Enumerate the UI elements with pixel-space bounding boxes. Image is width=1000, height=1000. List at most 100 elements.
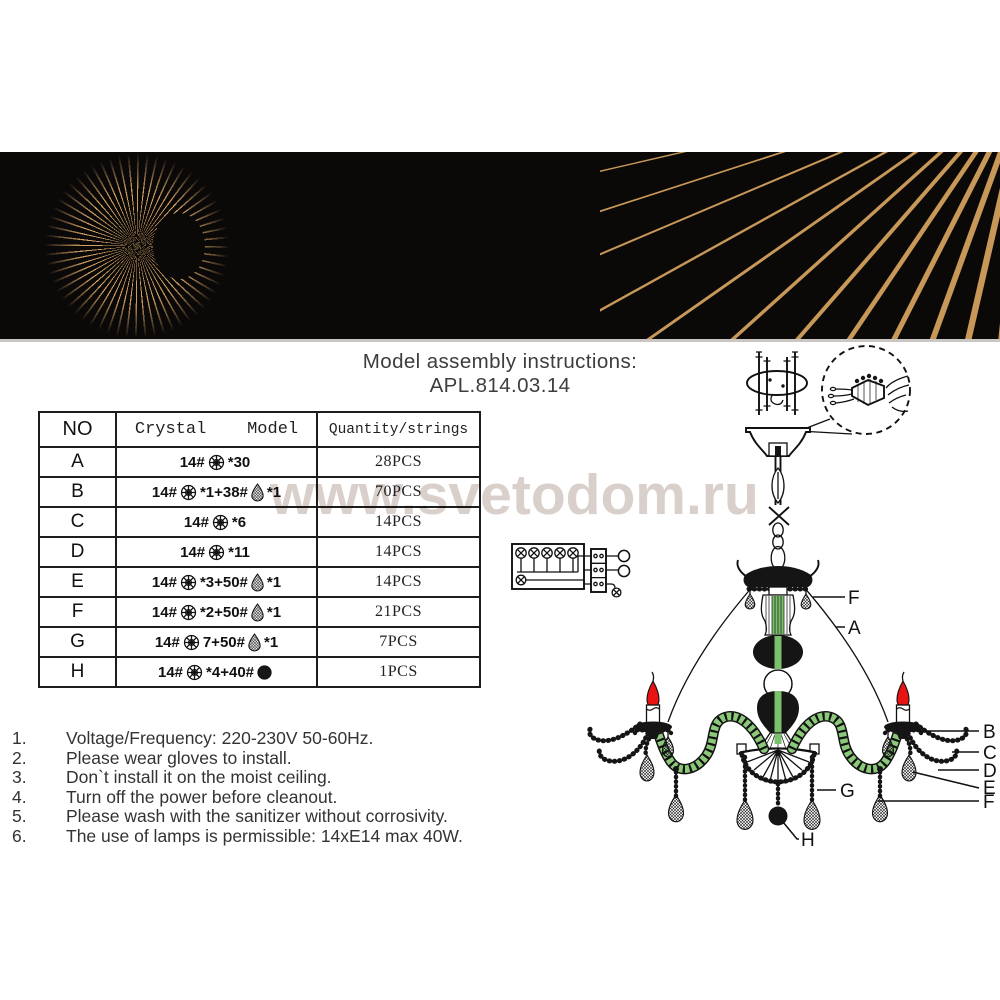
row-letter: E xyxy=(38,566,117,598)
page-title: Model assembly instructions: xyxy=(362,350,638,373)
drop-crystal-icon xyxy=(251,572,264,591)
instruction-list: 1.Voltage/Frequency: 220-230V 50-60Hz. 2… xyxy=(8,728,568,847)
item-number: 2. xyxy=(12,747,27,768)
list-item: 4. Turn off the power before cleanout. xyxy=(8,786,568,808)
row-model-cell: 14# *4+40# xyxy=(115,656,318,688)
list-item: 1.Voltage/Frequency: 220-230V 50-60Hz. xyxy=(8,728,568,749)
row-letter: D xyxy=(38,536,117,568)
crown-bobeche xyxy=(736,559,820,610)
model-text: *11 xyxy=(228,543,250,561)
model-text: 14# xyxy=(154,633,180,651)
label-e: E xyxy=(983,778,996,799)
model-text: 14# xyxy=(180,543,206,561)
row-letter: F xyxy=(38,596,117,628)
row-model-cell: 14# *1+38# *1 xyxy=(115,476,318,508)
item-number: 3. xyxy=(12,767,27,788)
item-text: The use of lamps is permissible: 14xE14 … xyxy=(66,825,463,846)
octagon-crystal-icon xyxy=(180,574,197,590)
octagon-crystal-icon xyxy=(209,544,225,560)
table-row: B 14# *1+38# *1 70PCS xyxy=(38,476,481,508)
model-text: *1 xyxy=(266,603,282,621)
list-item: 6.The use of lamps is permissible: 14xE1… xyxy=(8,825,568,847)
label-c: C xyxy=(983,743,997,764)
table-row: E 14# *3+50# *1 14PCS xyxy=(38,566,481,598)
table-row: D 14# *11 14PCS xyxy=(38,536,481,568)
row-model-cell: 14# *30 xyxy=(115,446,318,478)
label-f-bottom: F xyxy=(983,792,995,813)
model-text: *6 xyxy=(231,513,247,531)
brand-banner: Aployt xyxy=(0,152,1000,342)
wiring-schematic xyxy=(511,543,631,598)
table-row: C 14# *6 14PCS xyxy=(38,506,481,538)
label-d: D xyxy=(983,761,997,782)
header-no: NO xyxy=(38,411,117,448)
row-letter: B xyxy=(38,476,117,508)
drop-crystal-icon xyxy=(251,482,264,501)
row-quantity: 7PCS xyxy=(316,626,481,658)
row-letter: H xyxy=(38,656,117,688)
starburst-center xyxy=(153,213,205,279)
row-quantity: 1PCS xyxy=(316,656,481,688)
item-number: 4. xyxy=(12,786,27,807)
octagon-crystal-icon xyxy=(212,514,229,530)
label-b: B xyxy=(983,722,996,743)
row-letter: G xyxy=(38,626,117,658)
drop-crystal-icon xyxy=(248,632,261,651)
model-text: *3+50# xyxy=(199,573,248,591)
octagon-crystal-icon xyxy=(180,484,197,500)
row-quantity: 14PCS xyxy=(316,566,481,598)
list-item: 3. Don`t install it on the moist ceiling. xyxy=(8,768,568,788)
label-g: G xyxy=(840,781,855,802)
model-text: *1 xyxy=(266,483,282,501)
model-text: 7+50# xyxy=(202,633,245,651)
wiring-callout xyxy=(798,345,911,435)
row-quantity: 14PCS xyxy=(316,506,481,538)
octagon-crystal-icon xyxy=(183,634,199,650)
model-text: 14# xyxy=(158,663,184,681)
watermark: www.svetodom.ru xyxy=(270,463,759,527)
row-letter: C xyxy=(38,506,117,538)
label-a: A xyxy=(848,618,861,639)
list-item: 2. Please wear gloves to install. xyxy=(8,747,568,769)
model-number: APL.814.03.14 xyxy=(429,374,571,397)
arm-assembly xyxy=(587,671,770,823)
model-text: 14# xyxy=(179,453,205,471)
item-number: 5. xyxy=(12,806,27,827)
candle-flame xyxy=(646,679,660,709)
label-h: H xyxy=(801,830,815,851)
row-quantity: 70PCS xyxy=(316,476,481,508)
ball-crystal-icon xyxy=(257,664,272,680)
header-quantity: Quantity/strings xyxy=(316,411,481,448)
octagon-crystal-icon xyxy=(186,664,203,680)
table-header-row: NO Crystal Model Quantity/strings xyxy=(38,411,481,448)
starburst-logo-icon xyxy=(42,152,232,339)
row-model-cell: 14# 7+50# *1 xyxy=(115,626,318,658)
table-row: A 14# *30 28PCS xyxy=(38,446,481,478)
row-letter: A xyxy=(38,446,117,478)
item-text: Please wear gloves to install. xyxy=(66,747,292,768)
mounting-bracket xyxy=(746,351,808,415)
item-text: Please wash with the sanitizer without c… xyxy=(66,806,448,827)
item-text: Don`t install it on the moist ceiling. xyxy=(66,767,332,788)
model-text: *1+38# xyxy=(199,483,248,501)
model-text: *1 xyxy=(263,633,279,651)
model-text: 14# xyxy=(151,603,177,621)
part-labels: F A B C D E F G H xyxy=(782,588,997,851)
row-quantity: 14PCS xyxy=(316,536,481,568)
drop-crystal-icon xyxy=(251,602,264,621)
gold-rays-icon xyxy=(600,152,1000,339)
model-text: *1 xyxy=(266,573,282,591)
row-quantity: 21PCS xyxy=(316,596,481,628)
octagon-crystal-icon xyxy=(180,604,197,620)
row-model-cell: 14# *3+50# *1 xyxy=(115,566,318,598)
label-f-top: F xyxy=(848,588,860,609)
model-text: 14# xyxy=(151,573,177,591)
row-model-cell: 14# *2+50# *1 xyxy=(115,596,318,628)
model-text: *2+50# xyxy=(199,603,248,621)
item-text: Turn off the power before cleanout. xyxy=(66,786,338,807)
model-text: 14# xyxy=(151,483,177,501)
row-model-cell: 14# *11 xyxy=(115,536,318,568)
center-column xyxy=(736,586,820,785)
model-text: *30 xyxy=(227,453,251,471)
